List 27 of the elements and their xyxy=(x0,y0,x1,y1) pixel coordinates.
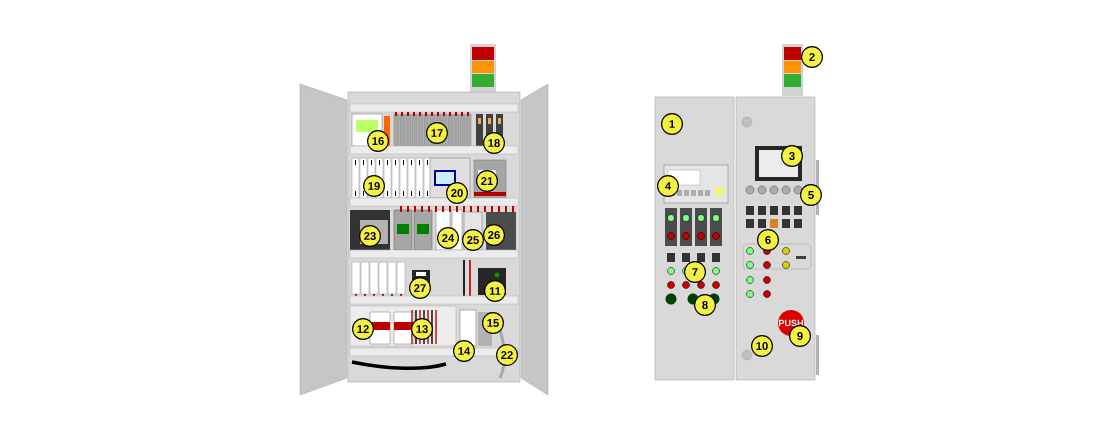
callout-number: 5 xyxy=(800,184,822,206)
callout-number: 7 xyxy=(684,261,706,283)
callout-number: 20 xyxy=(446,182,468,204)
callout-number: 26 xyxy=(483,224,505,246)
callout-number: 17 xyxy=(426,122,448,144)
callout-number: 13 xyxy=(411,318,433,340)
callout-number: 23 xyxy=(359,225,381,247)
callout-number: 3 xyxy=(781,145,803,167)
callout-number: 6 xyxy=(757,229,779,251)
callout-number: 9 xyxy=(789,325,811,347)
callout-number: 11 xyxy=(484,280,506,302)
callout-number: 10 xyxy=(751,335,773,357)
callout-number: 25 xyxy=(462,229,484,251)
callout-number: 1 xyxy=(661,113,683,135)
callout-number: 14 xyxy=(453,340,475,362)
callout-number: 19 xyxy=(363,175,385,197)
callout-number: 12 xyxy=(352,318,374,340)
callout-number: 27 xyxy=(409,277,431,299)
callout-number: 21 xyxy=(476,170,498,192)
callout-number: 24 xyxy=(437,227,459,249)
callout-number: 15 xyxy=(482,312,504,334)
callout-number: 2 xyxy=(801,46,823,68)
callout-number: 16 xyxy=(367,130,389,152)
callout-number: 22 xyxy=(496,344,518,366)
callout-number: 8 xyxy=(694,294,716,316)
callout-number: 4 xyxy=(657,175,679,197)
callout-number: 18 xyxy=(483,132,505,154)
